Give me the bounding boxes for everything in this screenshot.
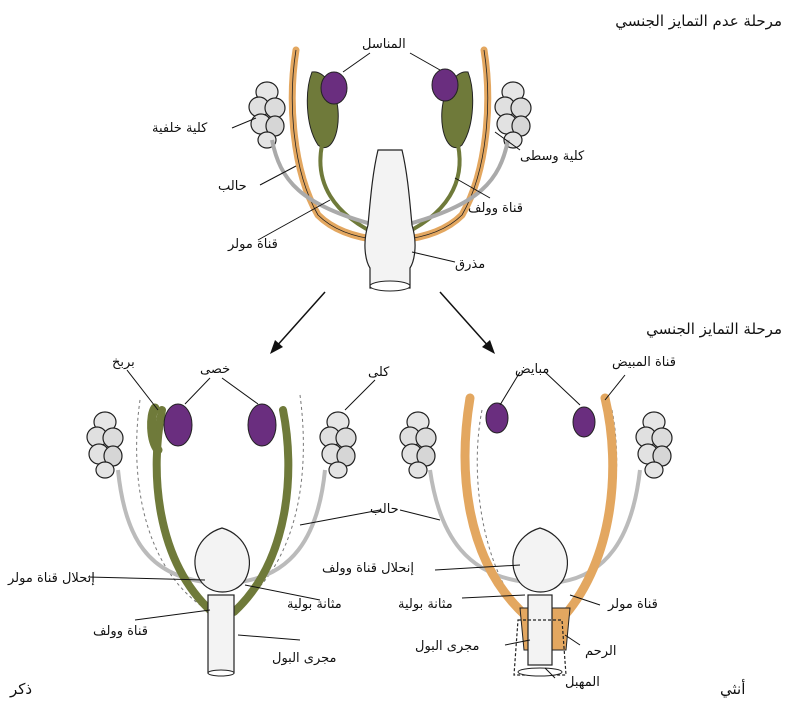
label-male-kidneys: كلى	[368, 366, 389, 379]
female-urethra	[528, 595, 552, 665]
male-testis-right	[248, 404, 276, 446]
female-ureter-right	[560, 470, 640, 582]
cloaca	[365, 150, 415, 288]
gonad-left	[321, 72, 347, 104]
label-ovaries: مبايض	[515, 363, 549, 376]
label-wolffian-regression: إنحلال قناة وولف	[322, 562, 414, 575]
label-vagina: المهبل	[565, 676, 600, 689]
indifferent-stage-figure	[249, 50, 531, 291]
label-male-testes: خصى	[200, 363, 230, 376]
label-male-bladder: مثانة بولية	[287, 598, 342, 611]
label-male-urethra: مجرى البول	[272, 652, 337, 665]
label-metanephros: كلية خلفية	[152, 122, 207, 135]
label-gonads: المناسل	[362, 38, 406, 51]
male-kidney-left	[87, 412, 123, 478]
female-figure	[400, 398, 672, 676]
male-urethra	[208, 595, 234, 673]
metanephros-right	[495, 82, 531, 148]
gonad-right	[432, 69, 458, 101]
label-cloaca: مذرق	[455, 258, 485, 271]
male-bladder	[195, 528, 250, 592]
label-female: أنثي	[720, 682, 745, 697]
label-ureter-top: حالب	[218, 180, 247, 193]
heading-differentiated-stage: مرحلة التمايز الجنسي	[646, 322, 782, 337]
heading-indifferent-stage: مرحلة عدم التمايز الجنسي	[615, 14, 782, 29]
differentiation-arrows	[270, 292, 495, 354]
label-mullerian-duct-top: قناة مولر	[228, 238, 278, 251]
female-ovary-right	[573, 407, 595, 437]
female-kidney-left	[400, 412, 436, 478]
male-testis-left	[164, 404, 192, 446]
label-male: ذكر	[10, 682, 32, 697]
label-ureter-bottom: حالب	[370, 503, 399, 516]
label-female-bladder: مثانة بولية	[398, 598, 453, 611]
label-oviduct: قناة المبيض	[612, 356, 676, 369]
label-mesonephros: كلية وسطى	[520, 150, 584, 163]
female-ovary-left	[486, 403, 508, 433]
label-wolffian-duct-top: قناة وولف	[468, 202, 523, 215]
female-kidney-right	[636, 412, 672, 478]
label-male-epididymis: بربخ	[112, 356, 135, 369]
label-uterus: الرحم	[585, 645, 616, 658]
female-bladder	[513, 528, 568, 592]
label-mullerian-regression: إنحلال قناة مولر	[8, 572, 95, 585]
label-female-mullerian-duct: قناة مولر	[608, 598, 658, 611]
metanephros-left	[249, 82, 285, 148]
label-female-urethra: مجرى البول	[415, 640, 480, 653]
male-kidney-right	[320, 412, 356, 478]
label-male-wolffian-duct: قناة وولف	[93, 625, 148, 638]
